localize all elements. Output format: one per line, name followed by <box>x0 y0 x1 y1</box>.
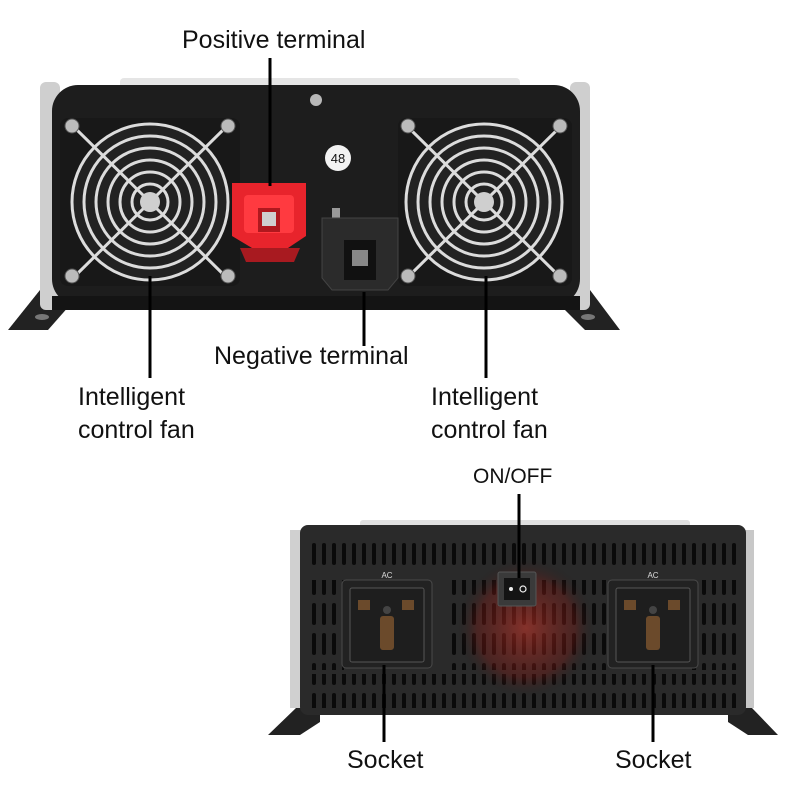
label-positive-terminal: Positive terminal <box>182 26 366 54</box>
ac-side-unit: AC AC <box>268 520 778 735</box>
label-fan-right-line2: control fan <box>431 416 548 444</box>
dc-side-unit: 48 <box>8 78 620 330</box>
label-fan-left-line1: Intelligent <box>78 383 186 411</box>
left-socket: AC <box>341 571 433 669</box>
bottom-right-foot <box>728 708 778 735</box>
right-fan <box>398 118 572 286</box>
label-negative-terminal: Negative terminal <box>214 342 409 370</box>
label-fan-left-line2: control fan <box>78 416 195 444</box>
power-switch <box>497 571 537 607</box>
label-socket-right: Socket <box>615 746 692 774</box>
voltage-badge <box>325 145 351 171</box>
voltage-badge-text: 48 <box>331 151 345 166</box>
positive-terminal <box>232 183 306 262</box>
internal-fan-glow <box>456 558 596 698</box>
label-socket-left: Socket <box>347 746 424 774</box>
label-fan-right-line1: Intelligent <box>431 383 539 411</box>
left-fan <box>60 118 240 286</box>
right-socket-ac-label: AC <box>647 571 658 580</box>
label-on-off: ON/OFF <box>473 465 553 488</box>
negative-terminal <box>321 208 399 291</box>
left-socket-ac-label: AC <box>381 571 392 580</box>
leader-lines-bottom <box>382 494 655 742</box>
right-socket: AC <box>607 571 699 669</box>
leader-lines-top <box>148 58 488 378</box>
